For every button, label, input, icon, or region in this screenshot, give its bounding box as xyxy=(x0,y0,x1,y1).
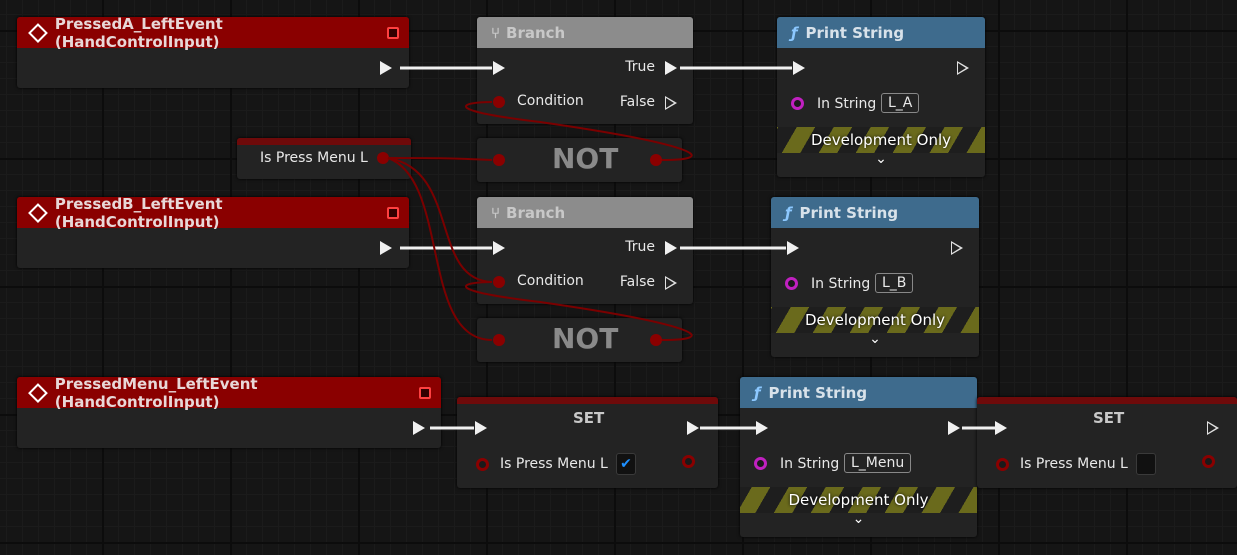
set-title: SET xyxy=(1093,409,1125,427)
expand-chevron-icon[interactable]: ⌄ xyxy=(852,511,865,527)
exec-out-pin[interactable] xyxy=(380,241,392,255)
function-icon: ƒ xyxy=(791,23,798,42)
exec-out-pin[interactable] xyxy=(687,421,699,435)
variable-label: Is Press Menu L xyxy=(500,456,608,472)
bool-out-pin[interactable] xyxy=(1202,455,1215,468)
exec-out-pin[interactable] xyxy=(413,421,425,435)
exec-out-pin[interactable] xyxy=(951,241,963,255)
bool-in-pin[interactable] xyxy=(493,154,505,166)
variable-label: Is Press Menu L xyxy=(260,150,368,166)
bool-out-pin[interactable] xyxy=(682,455,695,468)
development-only-banner: Development Only xyxy=(740,487,977,513)
event-node-pressed-menu[interactable]: PressedMenu_LeftEvent (HandControlInput) xyxy=(17,374,441,448)
exec-in-pin[interactable] xyxy=(756,421,768,435)
true-exec-pin[interactable] xyxy=(665,61,677,75)
print-title: Print String xyxy=(799,203,899,222)
in-string-pin[interactable] xyxy=(791,97,804,110)
branch-title: Branch xyxy=(506,203,566,222)
exec-out-pin[interactable] xyxy=(948,421,960,435)
true-label: True xyxy=(625,239,655,255)
true-label: True xyxy=(625,59,655,75)
event-node-pressed-b[interactable]: PressedB_LeftEvent (HandControlInput) xyxy=(17,194,409,268)
variable-label: Is Press Menu L xyxy=(1020,456,1128,472)
in-string-input[interactable]: L_Menu xyxy=(844,453,912,473)
condition-label: Condition xyxy=(517,273,584,289)
exec-in-pin[interactable] xyxy=(493,241,505,255)
not-node-1[interactable]: NOT xyxy=(477,138,682,182)
value-checkbox-unchecked[interactable] xyxy=(1136,453,1156,475)
condition-pin[interactable] xyxy=(493,276,505,288)
in-string-label: In String xyxy=(817,96,877,112)
condition-pin[interactable] xyxy=(493,96,505,108)
condition-label: Condition xyxy=(517,93,584,109)
exec-out-pin[interactable] xyxy=(957,61,969,75)
in-string-label: In String xyxy=(780,456,840,472)
branch-title: Branch xyxy=(506,23,566,42)
bool-in-pin[interactable] xyxy=(996,458,1009,471)
exec-in-pin[interactable] xyxy=(493,61,505,75)
delegate-pin-icon[interactable] xyxy=(387,26,400,39)
expand-chevron-icon[interactable]: ⌄ xyxy=(869,331,881,347)
value-checkbox-checked[interactable]: ✔ xyxy=(616,453,636,475)
set-node-1[interactable]: SET Is Press Menu L ✔ xyxy=(457,397,718,488)
false-label: False xyxy=(619,274,655,290)
branch-node-2[interactable]: ⑂ Branch True Condition False xyxy=(477,197,693,304)
in-string-pin[interactable] xyxy=(785,277,798,290)
bool-out-pin[interactable] xyxy=(650,334,662,346)
exec-out-pin[interactable] xyxy=(1207,421,1219,435)
function-icon: ƒ xyxy=(754,383,761,402)
print-string-node-3[interactable]: ƒ Print String In String L_Menu Developme… xyxy=(740,377,977,537)
print-title: Print String xyxy=(768,383,868,402)
in-string-input[interactable]: L_B xyxy=(875,273,914,293)
set-title: SET xyxy=(573,409,605,427)
not-node-2[interactable]: NOT xyxy=(477,318,682,362)
false-exec-pin[interactable] xyxy=(665,276,677,290)
bool-out-pin[interactable] xyxy=(377,152,389,164)
print-title: Print String xyxy=(805,23,905,42)
print-string-node-2[interactable]: ƒ Print String In String L_B Development … xyxy=(771,197,979,357)
expand-chevron-icon[interactable]: ⌄ xyxy=(875,151,887,167)
development-only-banner: Development Only xyxy=(771,307,979,333)
false-exec-pin[interactable] xyxy=(665,96,677,110)
not-label: NOT xyxy=(552,322,619,355)
branch-icon: ⑂ xyxy=(491,203,501,222)
event-icon xyxy=(28,202,48,223)
development-only-banner: Development Only xyxy=(777,127,985,153)
false-label: False xyxy=(619,94,655,110)
event-icon xyxy=(28,22,48,43)
event-title: PressedA_LeftEvent (HandControlInput) xyxy=(54,14,223,51)
not-label: NOT xyxy=(552,142,619,175)
bool-out-pin[interactable] xyxy=(650,154,662,166)
branch-node-1[interactable]: ⑂ Branch True Condition False xyxy=(477,17,693,124)
in-string-input[interactable]: L_A xyxy=(881,93,920,113)
branch-icon: ⑂ xyxy=(491,23,501,42)
event-title: PressedMenu_LeftEvent (HandControlInput) xyxy=(54,374,258,411)
set-node-2[interactable]: SET Is Press Menu L xyxy=(977,397,1237,488)
exec-in-pin[interactable] xyxy=(787,241,799,255)
event-icon xyxy=(28,382,48,403)
in-string-pin[interactable] xyxy=(754,457,767,470)
exec-in-pin[interactable] xyxy=(475,421,487,435)
bool-in-pin[interactable] xyxy=(476,458,489,471)
delegate-pin-icon[interactable] xyxy=(419,386,432,399)
event-title: PressedB_LeftEvent (HandControlInput) xyxy=(54,194,223,231)
true-exec-pin[interactable] xyxy=(665,241,677,255)
bool-in-pin[interactable] xyxy=(493,334,505,346)
event-node-pressed-a[interactable]: PressedA_LeftEvent (HandControlInput) xyxy=(17,14,409,88)
function-icon: ƒ xyxy=(785,203,792,222)
delegate-pin-icon[interactable] xyxy=(387,206,399,219)
exec-out-pin[interactable] xyxy=(380,61,392,75)
exec-in-pin[interactable] xyxy=(995,421,1007,435)
print-string-node-1[interactable]: ƒ Print String In String L_A Development … xyxy=(777,17,985,177)
in-string-label: In String xyxy=(811,276,871,292)
exec-in-pin[interactable] xyxy=(793,61,805,75)
variable-get-is-press-menu-l[interactable]: Is Press Menu L xyxy=(237,138,411,179)
